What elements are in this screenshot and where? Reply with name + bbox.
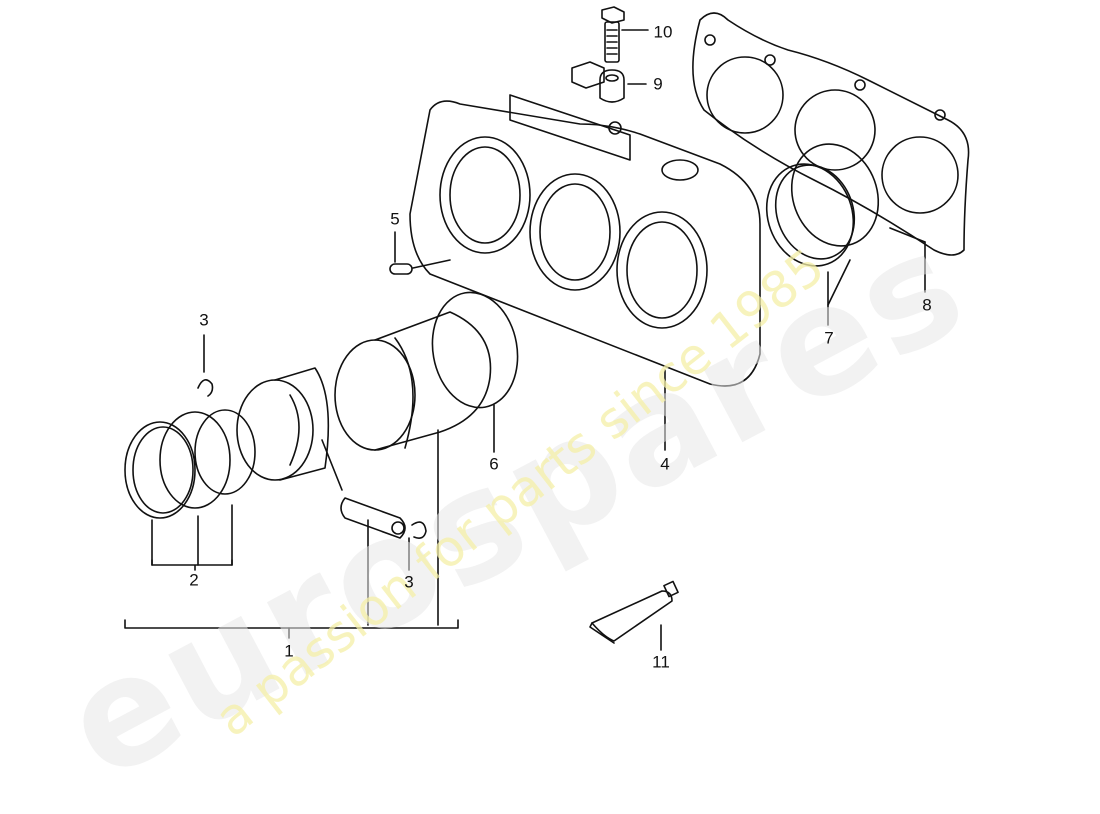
callout-10: 10 xyxy=(653,22,673,42)
assembly-bracket-icon xyxy=(124,619,459,639)
callout-8: 8 xyxy=(922,295,932,315)
callout-5: 5 xyxy=(390,209,400,229)
callout-4: 4 xyxy=(660,454,670,474)
piston-icon xyxy=(236,367,343,491)
callout-7: 7 xyxy=(824,328,834,348)
o-rings-icon xyxy=(765,143,880,326)
cylinder-block-icon xyxy=(409,94,761,451)
circlip-icon xyxy=(197,334,214,397)
bolt-icon xyxy=(601,6,649,63)
piston-pin-icon xyxy=(340,497,427,626)
callout-3-top: 3 xyxy=(199,310,209,330)
sealant-tube-icon xyxy=(589,580,679,651)
head-gasket-icon xyxy=(692,12,970,293)
piston-rings-icon xyxy=(124,409,256,571)
callout-9: 9 xyxy=(653,74,663,94)
callout-1: 1 xyxy=(284,641,294,661)
callout-3-bottom: 3 xyxy=(404,572,414,592)
cylinder-liner-icon xyxy=(334,311,492,626)
callout-6: 6 xyxy=(489,454,499,474)
knock-sensor-icon xyxy=(571,61,647,103)
dowel-pin-icon xyxy=(389,231,451,275)
callout-11: 11 xyxy=(652,652,670,672)
seal-ring-icon xyxy=(431,291,519,453)
callout-2: 2 xyxy=(189,570,199,590)
